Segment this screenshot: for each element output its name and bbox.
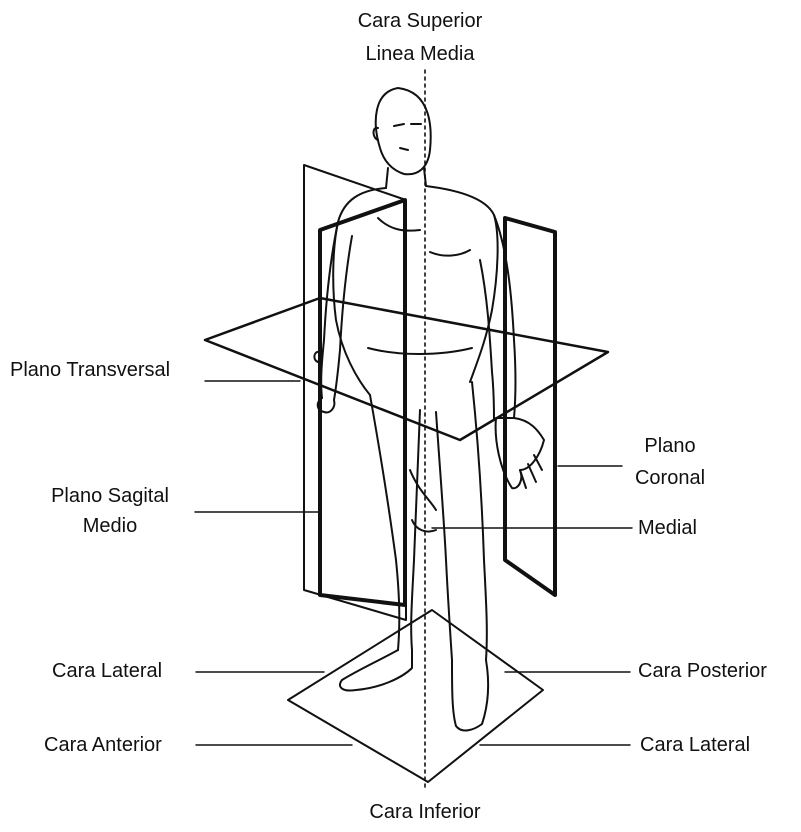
label-cara-lateral-right: Cara Lateral: [640, 733, 750, 757]
label-plano-sagital-1: Plano Sagital: [30, 484, 190, 508]
hand-right: [496, 418, 544, 488]
label-cara-lateral-left: Cara Lateral: [52, 659, 162, 683]
base-platform: [288, 610, 543, 782]
label-plano-coronal-2: Coronal: [620, 466, 720, 490]
leg-right: [472, 382, 487, 660]
label-cara-posterior: Cara Posterior: [638, 659, 767, 683]
label-linea-media: Linea Media: [330, 42, 510, 66]
head-outline: [376, 88, 431, 174]
label-plano-sagital-2: Medio: [30, 514, 190, 538]
label-cara-inferior: Cara Inferior: [335, 800, 515, 824]
label-plano-transversal: Plano Transversal: [10, 358, 170, 382]
label-cara-anterior: Cara Anterior: [44, 733, 162, 757]
label-plano-coronal-1: Plano: [620, 434, 720, 458]
foot-left: [340, 650, 412, 691]
coronal-plane-right: [505, 218, 555, 595]
foot-right: [452, 660, 488, 730]
leg-left: [370, 395, 399, 650]
label-cara-superior: Cara Superior: [330, 9, 510, 33]
label-medial: Medial: [638, 516, 697, 540]
